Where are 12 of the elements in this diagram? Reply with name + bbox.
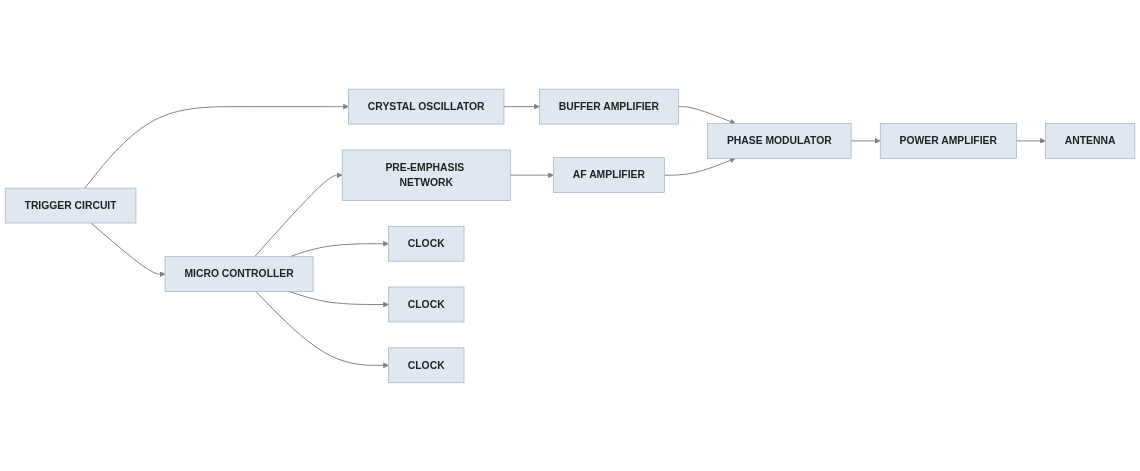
node-box: TRIGGER CIRCUIT	[4, 187, 137, 223]
node-box: MICRO CONTROLLER	[164, 255, 314, 292]
node-box: CLOCK	[388, 286, 465, 322]
node-box: PRE-EMPHASIS NETWORK	[341, 149, 511, 201]
node-box: BUFFER AMPLIFIER	[539, 88, 679, 124]
node-box: POWER AMPLIFIER	[879, 122, 1017, 159]
node-box: ANTENNA	[1045, 122, 1136, 159]
node-box: CLOCK	[388, 347, 465, 383]
node-box: CLOCK	[388, 225, 465, 262]
node-box: PHASE MODULATOR	[707, 122, 852, 159]
node-box: CRYSTAL OSCILLATOR	[348, 88, 505, 124]
node-box: AF AMPLIFIER	[553, 156, 665, 193]
